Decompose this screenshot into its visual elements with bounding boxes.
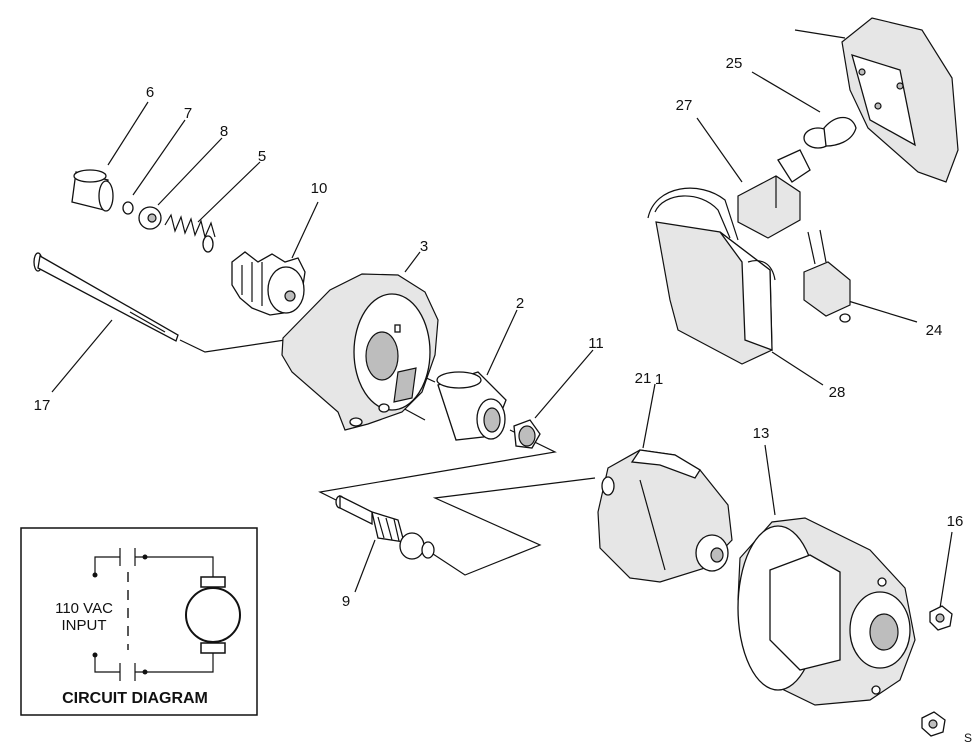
callout-label: 2 xyxy=(516,295,524,312)
callout-label: 11 xyxy=(588,335,604,352)
end-bell-part-1 xyxy=(597,449,733,583)
connector-part-25 xyxy=(737,149,811,239)
nut-lower xyxy=(921,711,946,737)
motor-body-part-13 xyxy=(737,517,916,706)
callout-label: 10 xyxy=(311,180,328,197)
callout-label: 5 xyxy=(258,148,266,165)
callout-label: 8 xyxy=(220,123,228,140)
callout-label: 24 xyxy=(926,322,943,339)
callout-label: 16 xyxy=(947,513,964,530)
callout-label: 7 xyxy=(184,105,192,122)
callout-label: 6 xyxy=(146,84,154,101)
circuit-input-label-2: INPUT xyxy=(62,617,107,634)
callout-label: 1 xyxy=(655,371,663,388)
callout-label: 17 xyxy=(34,397,51,414)
callout-label: 28 xyxy=(829,384,846,401)
callout-label: 25 xyxy=(726,55,743,72)
callout-label: 13 xyxy=(753,425,770,442)
sleeve-part-2 xyxy=(436,371,507,441)
plug-part-21 xyxy=(803,229,851,323)
callout-label: 9 xyxy=(342,593,350,610)
spring-part-5 xyxy=(164,213,216,253)
callout-label: 21 xyxy=(635,370,652,387)
sleeve-part-6 xyxy=(71,169,114,212)
leader-lines xyxy=(51,29,953,609)
rod-part-17 xyxy=(33,252,179,342)
housing-part-3 xyxy=(281,273,439,431)
shaft-part-9 xyxy=(335,494,435,560)
circuit-input-label-1: 110 VAC xyxy=(55,600,113,617)
bushing-part-8 xyxy=(138,206,162,230)
circuit-diagram-title: CIRCUIT DIAGRAM xyxy=(62,690,208,707)
callout-labels: 21 13 1 2 3 5 6 7 8 9 10 11 16 17 24 25 … xyxy=(34,55,964,610)
circuit-diagram-box: 110 VAC INPUT CIRCUIT DIAGRAM xyxy=(20,527,258,716)
lamp-part-24 xyxy=(803,116,857,149)
corner-mark: S xyxy=(964,731,972,745)
washer-part-7 xyxy=(122,201,134,215)
cover-part-28 xyxy=(841,17,959,183)
gear-part-10 xyxy=(231,251,306,316)
callout-label: 3 xyxy=(420,238,428,255)
callout-label: 27 xyxy=(676,97,693,114)
nut-part-16 xyxy=(929,605,953,631)
switch-part-27 xyxy=(647,187,776,365)
grommet-part-11 xyxy=(513,419,541,449)
